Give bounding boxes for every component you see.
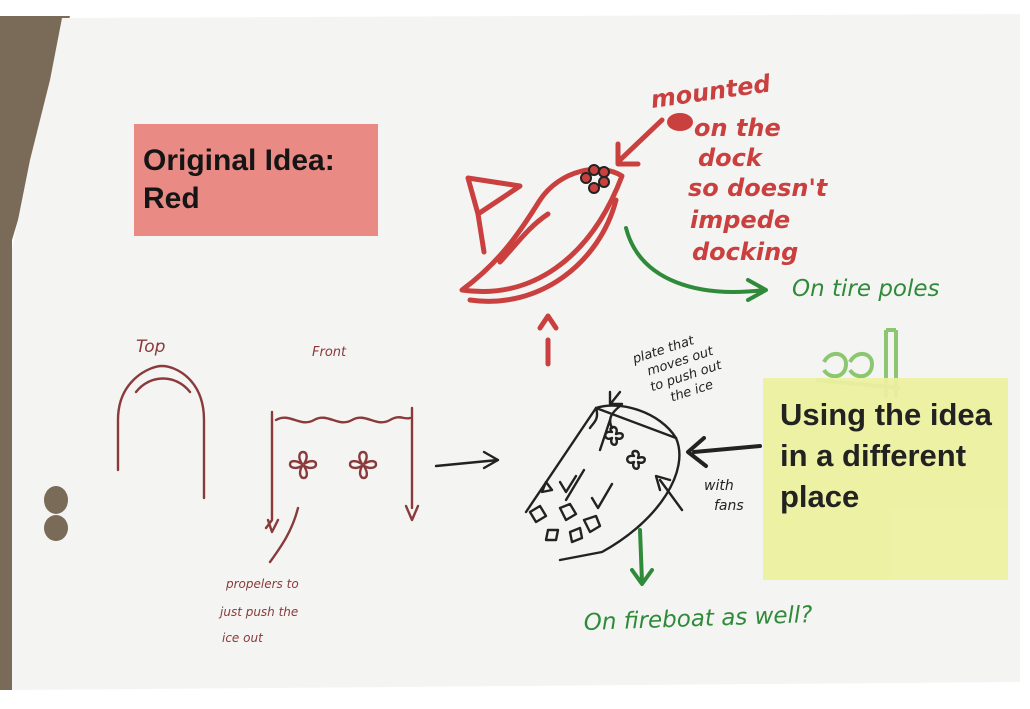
- ice-chunk-3: [558, 502, 578, 522]
- fans-pointer-arrow: [654, 474, 684, 512]
- table-surface: [0, 16, 70, 690]
- arrow-to-fireboat: [630, 528, 654, 586]
- propeller-label: propelers to just push the ice out: [218, 577, 299, 645]
- front-view-wave: [274, 416, 412, 424]
- arrow-to-tire-poles: [624, 226, 768, 302]
- mounted-line-5: impede: [690, 206, 790, 234]
- fireboat-flower-icon-2: [626, 449, 646, 470]
- original-idea-text: Original Idea: Red: [143, 144, 335, 215]
- mounted-line-3: dock: [698, 144, 764, 172]
- punch-hole-top: [44, 486, 68, 514]
- fans-line-2: fans: [714, 498, 744, 514]
- fireboat-flower-icon-1: [604, 425, 624, 446]
- front-left-propeller: [264, 410, 280, 534]
- mounted-line-2: on the: [694, 114, 781, 142]
- boat-flag: [465, 175, 523, 217]
- boat-deck-line: [497, 211, 551, 265]
- pencil-sketches: [116, 364, 420, 564]
- mounted-label: mounted on the dock so doesn't impede do…: [649, 69, 829, 266]
- label-front: Front: [312, 345, 347, 360]
- mounted-line-4: so doesn't: [688, 174, 829, 202]
- propeller-line-3: ice out: [222, 631, 264, 645]
- red-arrow-to-boat: [615, 117, 665, 167]
- mounted-line-6: docking: [692, 238, 798, 266]
- top-view-outline: [116, 364, 206, 500]
- propeller-pointer: [268, 506, 300, 564]
- ice-chunk-1: [540, 480, 554, 494]
- punch-hole-bottom: [44, 515, 68, 541]
- propeller-line-1: propelers to: [225, 577, 299, 591]
- ink-blot: [667, 113, 693, 131]
- fans-line-1: with: [704, 478, 734, 494]
- note-pointer-arrow: [692, 444, 762, 454]
- inner-arrow-2: [590, 482, 614, 510]
- front-flower-icon-right: [348, 450, 378, 480]
- black-pen-sketch: [434, 390, 762, 562]
- fireboat-nose: [608, 404, 622, 430]
- propeller-line-2: just push the: [218, 605, 298, 619]
- note-pointer-arrowhead: [686, 436, 708, 468]
- front-right-propeller: [404, 406, 420, 522]
- ice-chunk-4: [582, 514, 602, 534]
- ice-chunk-6: [568, 526, 584, 544]
- boat-hull-shadow: [467, 197, 619, 304]
- inner-arrow-1: [558, 474, 578, 494]
- label-tire-poles: On tire poles: [792, 276, 940, 302]
- ice-chunk-2: [528, 504, 548, 524]
- label-top: Top: [136, 337, 166, 357]
- arrow-to-fireboat-sketch: [434, 450, 500, 470]
- different-place-text: Using the idea in a different place: [780, 397, 992, 514]
- green-arrows: [624, 226, 768, 586]
- red-boat-sketch: [459, 117, 665, 367]
- fireboat-plate-top: [594, 406, 678, 440]
- plate-pointer-arrow: [608, 390, 624, 406]
- front-flower-icon-left: [288, 450, 318, 480]
- ice-chunk-5: [544, 528, 560, 542]
- red-arrow-up: [537, 313, 559, 367]
- boat-flower-icon: [580, 164, 610, 194]
- sticky-note-different-place: Using the idea in a different place: [763, 378, 1008, 580]
- fans-label: with fans: [704, 478, 744, 514]
- boat-mast: [475, 211, 487, 255]
- sticky-note-original-idea: Original Idea: Red: [134, 124, 378, 236]
- top-view-inner-arc: [134, 377, 192, 394]
